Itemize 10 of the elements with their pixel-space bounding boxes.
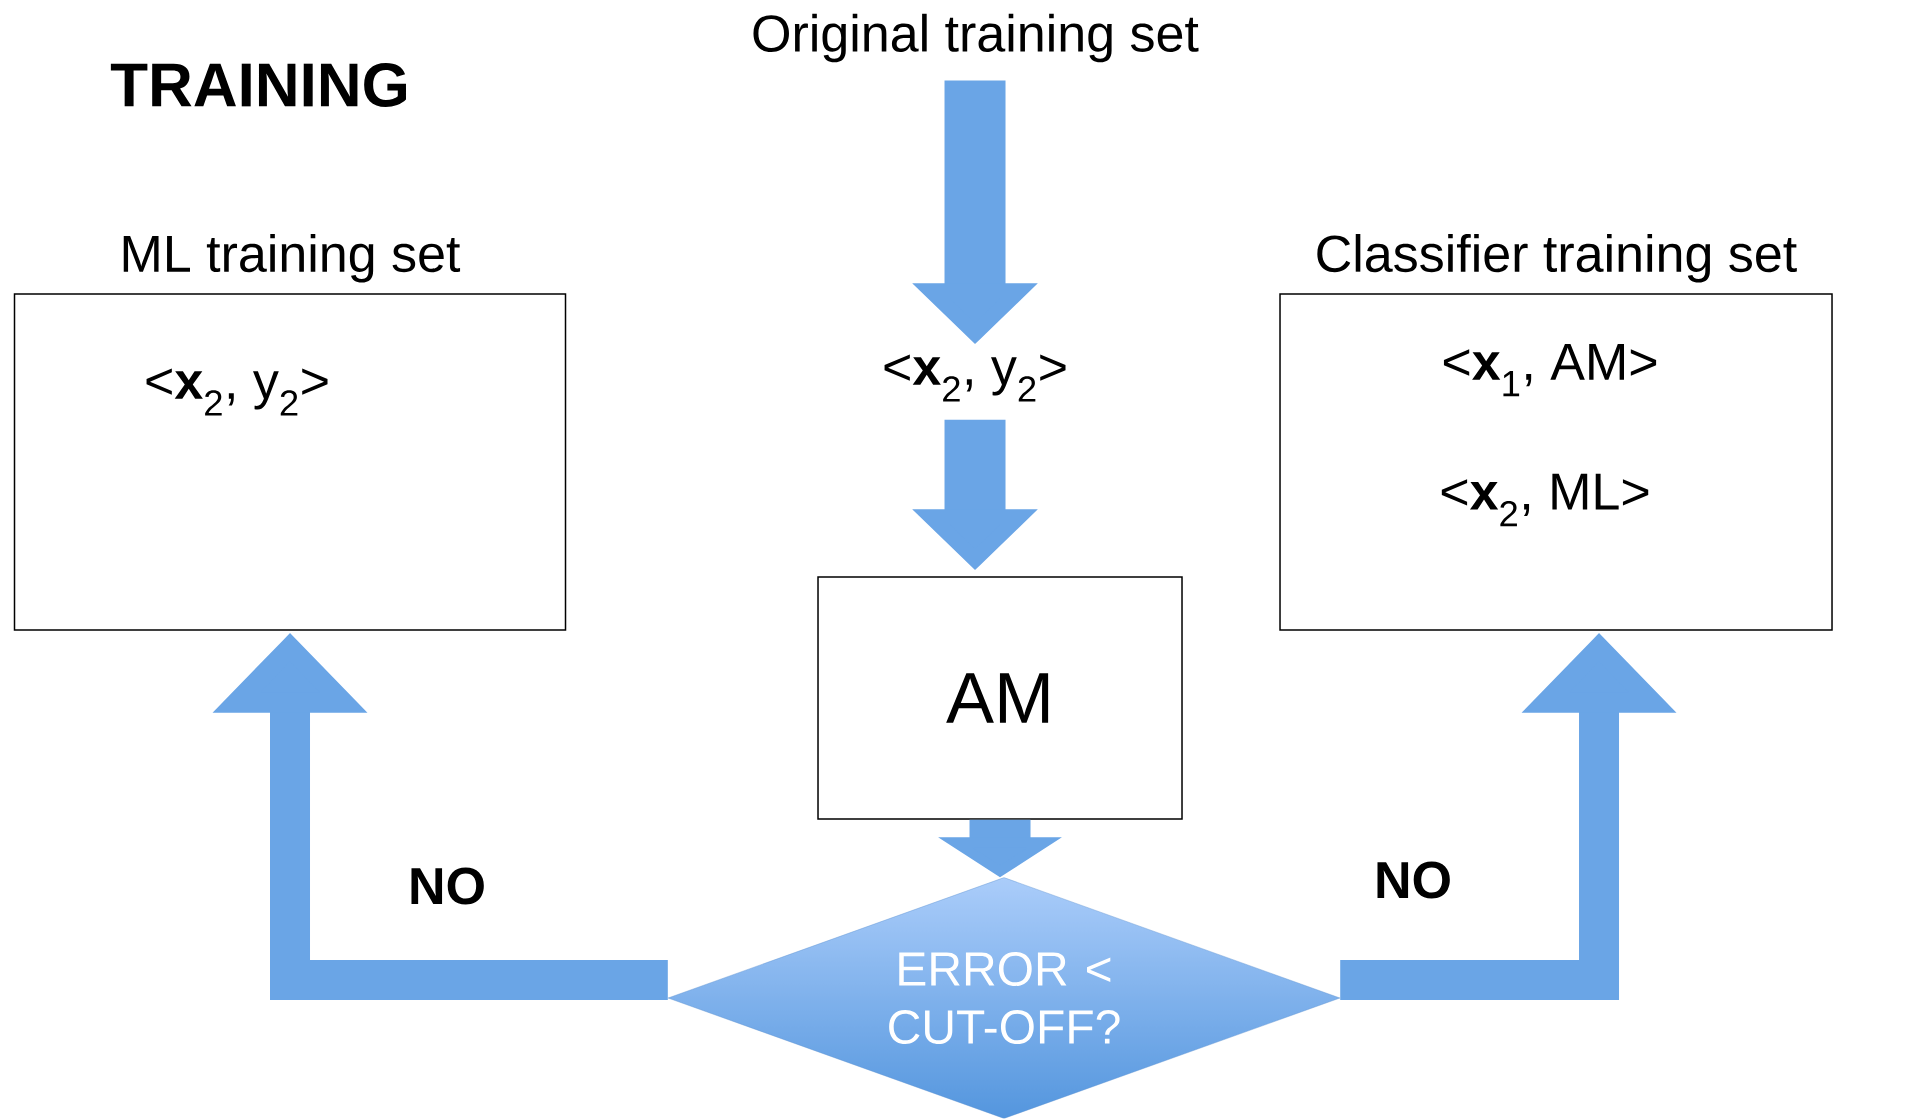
edge-label: NO	[1377, 861, 1450, 899]
process-box: AM	[817, 576, 1183, 820]
process-box: Classifier training set <x$_{1}$, AM> <x$_{2}$, ML>	[1279, 234, 1833, 631]
text-label: Original training set	[753, 13, 1199, 63]
text-label: <x$_{2}$, y$_{2}$>	[884, 354, 1066, 402]
heading: TRAINING	[110, 63, 406, 107]
node-label: Classifier training set	[1317, 234, 1797, 283]
node-label: ML training set	[123, 234, 461, 283]
process-box: ML training set <x$_{2}$, y$_{2}$>	[13, 234, 567, 631]
edge-label: NO	[411, 867, 484, 905]
